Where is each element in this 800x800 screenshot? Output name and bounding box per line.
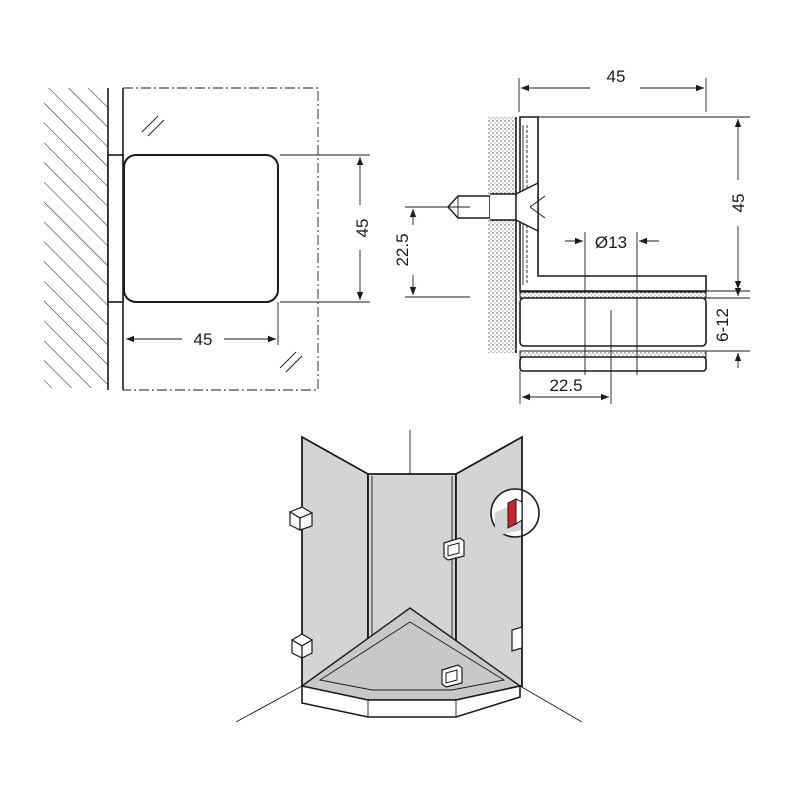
clamp-plate [107, 154, 124, 303]
side-wall-section [488, 117, 516, 353]
gasket-top [519, 291, 707, 299]
glass-mark-top [141, 115, 165, 137]
side-top-width-label: 45 [607, 67, 626, 86]
hinge-left-top [288, 506, 314, 531]
hinge-right-bottom [511, 626, 523, 652]
shower-tray-front [301, 685, 521, 718]
wall-section [44, 88, 108, 388]
gasket-bottom [519, 350, 707, 358]
screw [447, 181, 546, 233]
clamp-body [123, 154, 279, 303]
hinge-center-bottom [441, 664, 463, 688]
side-hole-offset-label: 22.5 [393, 233, 412, 266]
side-right-height-label: 45 [729, 194, 748, 213]
side-view: 45 22.5 Ø13 [393, 67, 750, 404]
glass-mark-bottom [279, 351, 303, 373]
clamp-lower [519, 297, 707, 347]
front-view: 45 45 [44, 87, 372, 391]
l-bracket [519, 116, 707, 292]
side-bottom-offset-label: 22.5 [549, 376, 582, 395]
perspective-view [235, 430, 583, 723]
front-width-label: 45 [194, 330, 213, 349]
clamp-cover [519, 356, 707, 372]
hinge-center [443, 537, 465, 561]
side-glass-thickness-label: 6-12 [713, 308, 732, 342]
highlighted-clamp [507, 498, 517, 529]
side-bore-label: Ø13 [595, 233, 627, 252]
front-height-label: 45 [353, 219, 372, 238]
hinge-left-bottom [290, 633, 314, 659]
